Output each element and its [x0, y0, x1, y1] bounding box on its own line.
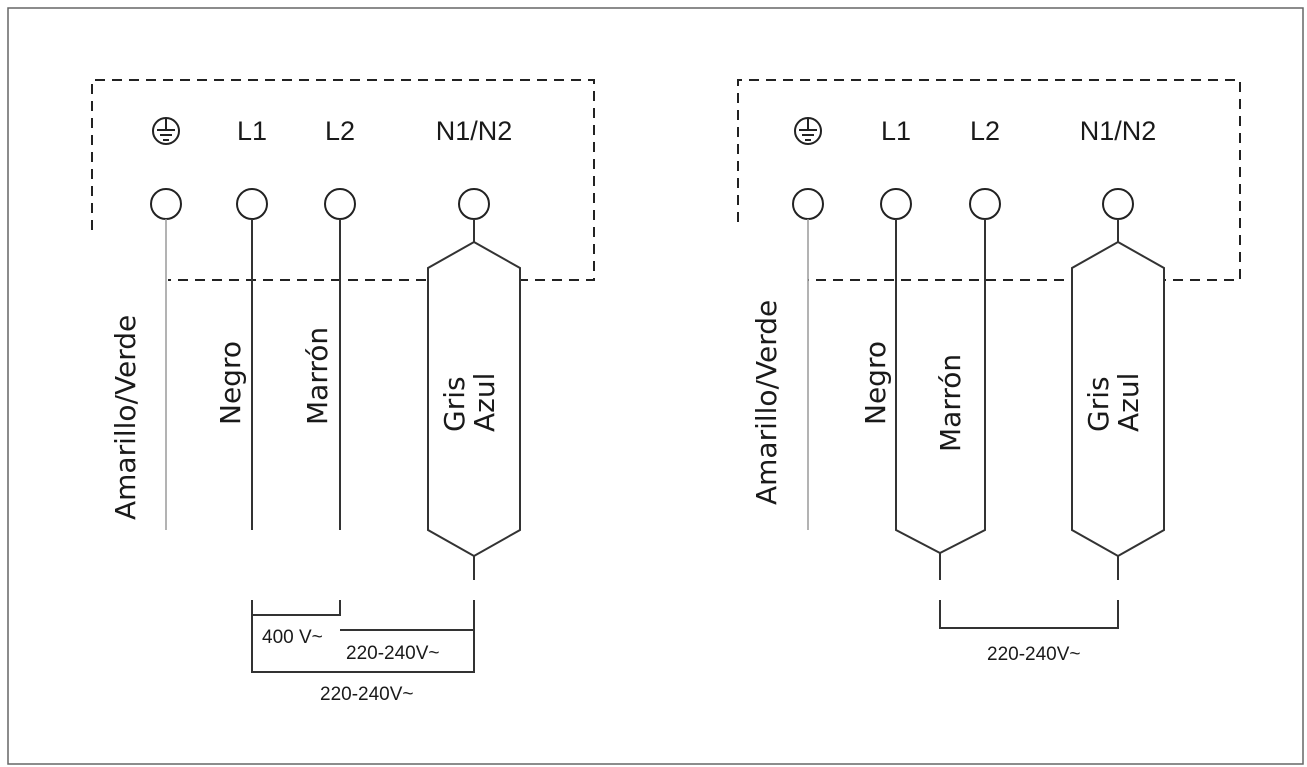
- bracket-bridge-neutral: [939, 600, 1119, 629]
- terminal-l2: [324, 188, 356, 220]
- terminal-label-l1: L1: [237, 116, 267, 146]
- voltage-label-bridge-n: 220-240V~: [987, 644, 1081, 665]
- terminal-label-l1: L1: [881, 116, 911, 146]
- terminal-label-l2: L2: [970, 116, 1000, 146]
- terminal-earth: [792, 188, 824, 220]
- terminal-l1: [236, 188, 268, 220]
- bracket-l1-neutral: [251, 600, 475, 673]
- bracket-l1-l2: [252, 600, 341, 616]
- earth-ground-icon: [794, 117, 822, 145]
- terminal-label-n1-n2: N1/N2: [1080, 116, 1157, 146]
- wire-label-l2: Marrón: [301, 327, 334, 425]
- terminal-box-left: [91, 79, 595, 281]
- wire-label-l1: Negro: [214, 341, 247, 425]
- wire-label-azul: Azul: [1112, 373, 1145, 432]
- outer-frame: [7, 7, 1304, 765]
- terminal-l1: [880, 188, 912, 220]
- diagram-right: L1 L2 N1/N2 Amarillo/Verde Negro Marrón …: [737, 79, 1241, 665]
- wire-label-azul: Azul: [468, 373, 501, 432]
- diagram-left: L1 L2 N1/N2 Amarillo/Verde Negro Marrón …: [91, 79, 595, 705]
- terminal-n1-n2: [458, 188, 490, 220]
- earth-ground-icon: [152, 117, 180, 145]
- wire-label-l2: Marrón: [934, 354, 967, 452]
- voltage-label-l1-n: 220-240V~: [320, 684, 414, 705]
- wire-label-gris: Gris: [1082, 376, 1115, 432]
- wire-label-earth: Amarillo/Verde: [109, 315, 142, 520]
- terminal-earth: [150, 188, 182, 220]
- terminal-n1-n2: [1102, 188, 1134, 220]
- terminal-label-l2: L2: [325, 116, 355, 146]
- voltage-label-l2-n: 220-240V~: [346, 643, 440, 664]
- terminal-label-n1-n2: N1/N2: [436, 116, 513, 146]
- wire-label-gris: Gris: [438, 376, 471, 432]
- wire-label-earth: Amarillo/Verde: [750, 300, 783, 505]
- voltage-label-400: 400 V~: [262, 627, 323, 648]
- terminal-l2: [969, 188, 1001, 220]
- terminal-box-right: [737, 79, 1241, 281]
- wire-label-l1: Negro: [859, 341, 892, 425]
